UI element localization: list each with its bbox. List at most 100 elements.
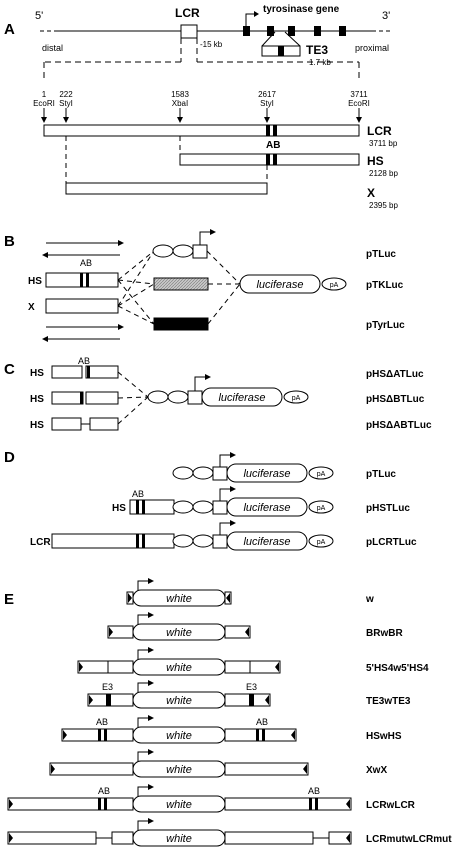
converge-dash bbox=[207, 283, 241, 325]
enhancer-oval bbox=[192, 466, 214, 480]
construct-pLCRTLuc: pLCRTLuc bbox=[366, 537, 417, 548]
construct-pHSdATLuc: pHSΔATLuc bbox=[366, 369, 424, 380]
polya-oval-b bbox=[321, 277, 347, 291]
white-label: white bbox=[166, 593, 192, 605]
promoter-box bbox=[212, 534, 228, 549]
enhancer-oval bbox=[167, 390, 189, 404]
construct-name-te3: TE3wTE3 bbox=[366, 696, 411, 707]
exon-1 bbox=[243, 26, 250, 36]
label-ab-d1: AB bbox=[132, 489, 144, 499]
construct-pHSdABTLuc: pHSΔABTLuc bbox=[366, 420, 432, 431]
tyr-promoter-box bbox=[153, 317, 209, 331]
element-b bbox=[273, 125, 277, 136]
marker-pos: 1 bbox=[42, 90, 47, 99]
enhancer-oval bbox=[192, 500, 214, 514]
marker-1583: 1583 XbaI bbox=[171, 90, 189, 123]
arrow-right-icon bbox=[118, 240, 124, 246]
construct-pTyrLuc: pTyrLuc bbox=[366, 320, 405, 331]
construct-name-hswhs: HSwHS bbox=[366, 731, 402, 742]
promoter-box bbox=[212, 466, 228, 481]
construct-pTLuc-d: pTLuc bbox=[366, 469, 396, 480]
panel-d-letter: D bbox=[4, 449, 15, 466]
white-label: white bbox=[166, 833, 192, 845]
te3-zoom-right bbox=[284, 31, 301, 47]
label-5prime: 5' bbox=[35, 10, 43, 22]
insulator-triangle-icon bbox=[245, 627, 249, 637]
panel-e-letter: E bbox=[4, 591, 14, 608]
panel-b: B AB HS X pTLuc pTKLuc pTyrLuc bbox=[4, 229, 405, 342]
c-dash bbox=[117, 371, 149, 398]
insulator-triangle-icon bbox=[275, 662, 279, 672]
tyr-promoter-arrow bbox=[245, 13, 254, 30]
marker-site: StyI bbox=[260, 99, 274, 108]
label-tyrosinase-gene: tyrosinase gene bbox=[263, 4, 340, 15]
polya-oval-d3 bbox=[308, 534, 334, 548]
hs-dab-left bbox=[51, 417, 82, 431]
luciferase-label-d1: luciferase bbox=[243, 468, 290, 480]
panel-c-letter: C bbox=[4, 361, 15, 378]
arrowhead-icon bbox=[148, 680, 154, 686]
construct-pTKLuc: pTKLuc bbox=[366, 280, 404, 291]
promoter-box bbox=[212, 500, 228, 515]
white-label: white bbox=[166, 695, 192, 707]
hs-b-element-a bbox=[80, 273, 83, 287]
construct-row-lcrmut: white LCRmutwLCRmut bbox=[7, 818, 452, 847]
arrowhead-icon bbox=[148, 612, 154, 618]
label-te3: TE3 bbox=[306, 43, 328, 57]
label-3prime: 3' bbox=[382, 10, 390, 22]
enhancer-oval bbox=[172, 500, 194, 514]
exon-3 bbox=[288, 26, 295, 36]
enhancer-oval bbox=[152, 244, 174, 258]
arrowhead-icon bbox=[230, 452, 236, 458]
promoter-arrow bbox=[199, 231, 210, 245]
panel-a-letter: A bbox=[4, 21, 15, 38]
construct-pHSTLuc: pHSTLuc bbox=[366, 503, 410, 514]
label-lcr-top: LCR bbox=[175, 6, 200, 20]
arrowhead-icon bbox=[205, 374, 211, 380]
hs-element-a bbox=[266, 154, 270, 165]
construct-name-w: w bbox=[365, 594, 374, 605]
insulator-triangle-icon bbox=[51, 764, 55, 774]
luciferase-label-d3: luciferase bbox=[243, 536, 290, 548]
panel-d: D luciferase pA pTLuc AB HS luciferase p… bbox=[4, 449, 417, 551]
fan-dash bbox=[117, 279, 155, 325]
construct-name-5hs4: 5'HS4w5'HS4 bbox=[366, 663, 429, 674]
polya-label-c: pA bbox=[292, 395, 301, 402]
marker-site: StyI bbox=[59, 99, 73, 108]
polya-label-d2: pA bbox=[317, 505, 326, 512]
promoter-arrow bbox=[219, 522, 230, 535]
arrowhead-icon bbox=[230, 520, 236, 526]
label-ab-e1: AB bbox=[96, 717, 108, 727]
exon-5 bbox=[339, 26, 346, 36]
exon-4 bbox=[314, 26, 321, 36]
marker-pos: 1583 bbox=[171, 90, 189, 99]
white-label: white bbox=[166, 662, 192, 674]
luciferase-gene-c bbox=[201, 387, 283, 407]
fragment-name-lcr: LCR bbox=[367, 124, 392, 138]
hs-da-left bbox=[51, 365, 83, 379]
enhancer-oval bbox=[172, 244, 194, 258]
construct-row-lcrwlcr: AB white AB LCRwLCR bbox=[7, 784, 416, 813]
insulator-triangle-icon bbox=[63, 730, 67, 740]
polya-oval-c bbox=[283, 390, 309, 404]
arrowhead-icon bbox=[148, 784, 154, 790]
arrowhead-icon bbox=[148, 578, 154, 584]
arrow-left-icon bbox=[42, 336, 48, 342]
tk-promoter-box bbox=[153, 277, 209, 291]
luciferase-label-d2: luciferase bbox=[243, 502, 290, 514]
lcr-d-element-b bbox=[142, 534, 145, 548]
c-dash bbox=[117, 396, 149, 425]
marker-pos: 3711 bbox=[350, 90, 368, 99]
insulator-triangle-icon bbox=[109, 627, 113, 637]
hs-da-right bbox=[85, 365, 119, 379]
polya-oval-d2 bbox=[308, 500, 334, 514]
insulator-triangle-icon bbox=[265, 695, 269, 705]
element-a bbox=[266, 125, 270, 136]
construct-name-xwx: XwX bbox=[366, 765, 387, 776]
label-hs-d: HS bbox=[112, 503, 126, 514]
fan-dash bbox=[117, 250, 155, 307]
label-hs-c3: HS bbox=[30, 420, 44, 431]
hs-b-element-b bbox=[86, 273, 89, 287]
white-label: white bbox=[166, 627, 192, 639]
label-x-b: X bbox=[28, 302, 35, 313]
